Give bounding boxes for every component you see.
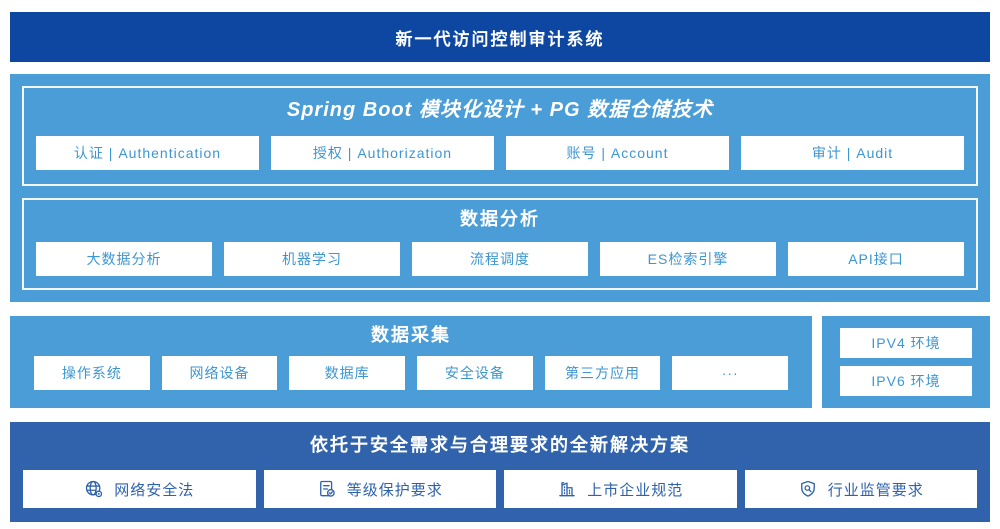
box-api-interface: API接口 xyxy=(788,242,964,276)
solution-layer: 依托于安全需求与合理要求的全新解决方案 网络安全法 xyxy=(10,422,990,522)
solution-item-label: 上市企业规范 xyxy=(587,481,684,499)
box-authentication: 认证 | Authentication xyxy=(36,136,259,170)
box-ipv6-environment: IPV6 环境 xyxy=(840,366,972,396)
box-classified-protection: 等级保护要求 xyxy=(263,470,496,508)
architecture-diagram: 新一代访问控制审计系统 Spring Boot 模块化设计 + PG 数据仓储技… xyxy=(10,0,990,522)
box-third-party-app: 第三方应用 xyxy=(544,356,661,390)
box-cybersecurity-law: 网络安全法 xyxy=(23,470,256,508)
box-workflow-scheduling: 流程调度 xyxy=(412,242,588,276)
document-check-icon xyxy=(319,480,335,497)
environment-panel: IPV4 环境 IPV6 环境 xyxy=(822,316,990,408)
collection-layer: 数据采集 操作系统 网络设备 数据库 安全设备 第三方应用 ··· IPV4 环… xyxy=(10,316,990,408)
box-industry-regulation: 行业监管要求 xyxy=(744,470,977,508)
framework-modules-row: 认证 | Authentication 授权 | Authorization 账… xyxy=(36,136,964,170)
page-title: 新一代访问控制审计系统 xyxy=(395,29,605,49)
box-authorization: 授权 | Authorization xyxy=(271,136,494,170)
platform-layer: Spring Boot 模块化设计 + PG 数据仓储技术 认证 | Authe… xyxy=(10,74,990,302)
solution-item-label: 等级保护要求 xyxy=(346,481,443,499)
framework-panel: Spring Boot 模块化设计 + PG 数据仓储技术 认证 | Authe… xyxy=(22,86,978,186)
box-audit: 审计 | Audit xyxy=(741,136,964,170)
shield-search-icon xyxy=(800,480,815,497)
box-database: 数据库 xyxy=(289,356,406,390)
solution-item-label: 行业监管要求 xyxy=(827,481,924,499)
box-machine-learning: 机器学习 xyxy=(224,242,400,276)
box-bigdata-analysis: 大数据分析 xyxy=(36,242,212,276)
page-title-banner: 新一代访问控制审计系统 xyxy=(10,12,990,62)
solution-title: 依托于安全需求与合理要求的全新解决方案 xyxy=(310,435,690,455)
analysis-modules-row: 大数据分析 机器学习 流程调度 ES检索引擎 API接口 xyxy=(36,242,964,276)
box-more-sources: ··· xyxy=(672,356,789,390)
box-operating-system: 操作系统 xyxy=(34,356,150,390)
analysis-panel: 数据分析 大数据分析 机器学习 流程调度 ES检索引擎 API接口 xyxy=(22,198,978,290)
box-ipv4-environment: IPV4 环境 xyxy=(840,328,972,358)
solution-items-row: 网络安全法 等级保护要求 上市企业规范 xyxy=(23,470,977,508)
box-es-search-engine: ES检索引擎 xyxy=(600,242,776,276)
box-listed-company-standard: 上市企业规范 xyxy=(504,470,737,508)
solution-item-label: 网络安全法 xyxy=(114,481,195,499)
box-network-device: 网络设备 xyxy=(161,356,278,390)
collection-title: 数据采集 xyxy=(371,325,451,345)
globe-icon xyxy=(86,480,103,498)
collection-sources-row: 操作系统 网络设备 数据库 安全设备 第三方应用 ··· xyxy=(34,356,789,390)
framework-title: Spring Boot 模块化设计 + PG 数据仓储技术 xyxy=(286,99,714,121)
collection-panel: 数据采集 操作系统 网络设备 数据库 安全设备 第三方应用 ··· xyxy=(10,316,812,408)
analysis-title: 数据分析 xyxy=(460,209,540,229)
building-icon xyxy=(559,482,575,497)
box-account: 账号 | Account xyxy=(506,136,729,170)
box-security-device: 安全设备 xyxy=(417,356,533,390)
